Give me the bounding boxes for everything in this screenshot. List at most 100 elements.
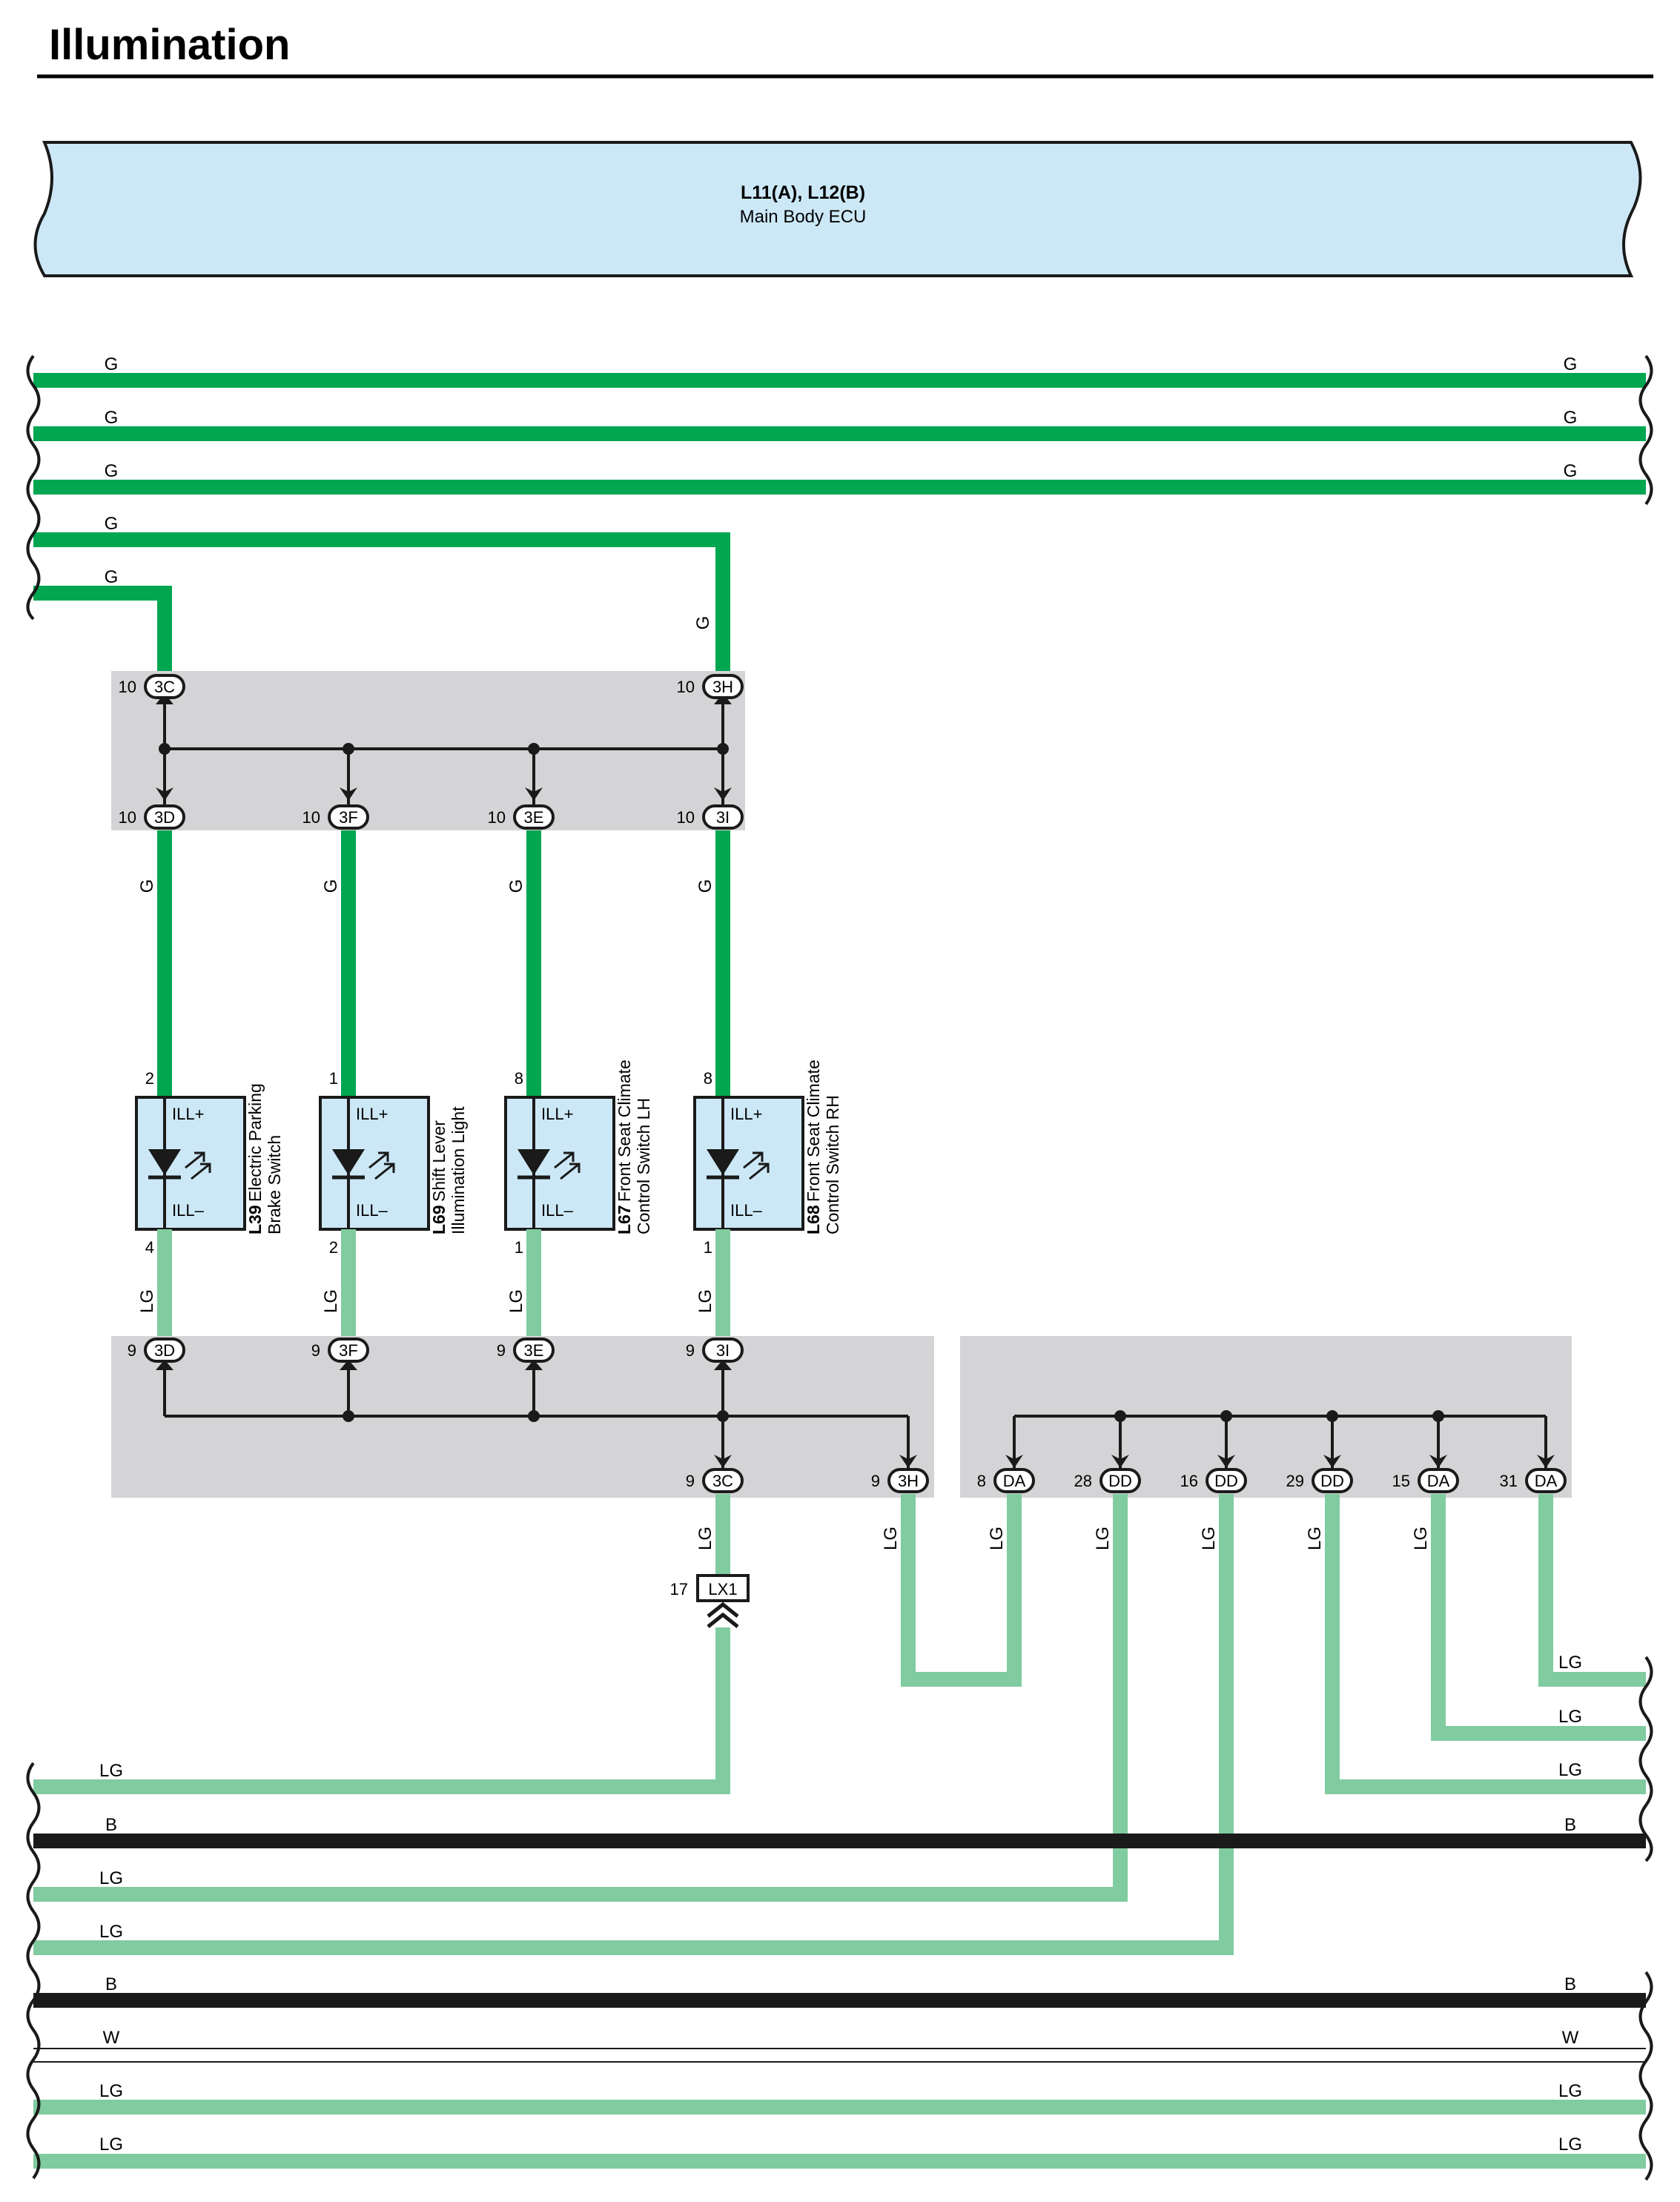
component-l39: 2 ILL+ ILL– 4 L39 Electric Parking Brake…	[135, 1069, 284, 1257]
connector-dd-29	[1312, 1468, 1353, 1493]
wire-label: LG	[1093, 1527, 1113, 1550]
connector-code: 3H	[898, 1472, 919, 1490]
connector-code: DD	[1108, 1472, 1132, 1490]
wire-label: LG	[1558, 1760, 1582, 1780]
connector-3f	[328, 804, 369, 830]
connector-code: DA	[1535, 1472, 1558, 1490]
wire-label: G	[1564, 354, 1578, 374]
pin-number: 2	[329, 1238, 338, 1257]
wire-label: LG	[99, 2081, 123, 2101]
connector-da-15	[1418, 1468, 1459, 1493]
pin-number: 10	[677, 678, 695, 696]
connector-3i	[702, 804, 744, 830]
pin-number: 16	[1180, 1472, 1198, 1490]
wire-label: G	[105, 567, 119, 587]
wire-label: LG	[99, 1761, 123, 1781]
component-name-line2: Brake Switch	[265, 1135, 284, 1234]
wire-label: LG	[1558, 1707, 1582, 1727]
pin-number: 15	[1392, 1472, 1410, 1490]
component-ground-wires: LG LG LG LG	[137, 1229, 730, 1342]
wire-g-4	[33, 532, 730, 686]
connector-code: DD	[1320, 1472, 1344, 1490]
connector-3d-lower	[144, 1338, 185, 1363]
wire-label: G	[693, 616, 713, 630]
pin-number: 10	[677, 808, 695, 827]
pin-number: 8	[515, 1069, 523, 1088]
wire-label: G	[105, 354, 119, 374]
junction-block-lower: 3D 9 3F 9 3E 9 3I 9 3C 9 3H 9	[111, 1336, 934, 1498]
connector-code: 3E	[524, 1341, 544, 1360]
led-icon	[332, 1149, 365, 1175]
connector-code: 3C	[154, 678, 175, 696]
wire-label: LG	[1558, 1653, 1582, 1673]
bottom-wire-bundle: LG B B LG LG B B W W LG LG LG LG	[33, 1761, 1646, 2169]
wire-label: LG	[695, 1527, 715, 1550]
connector-3i-lower	[702, 1338, 744, 1363]
wire-label: LG	[881, 1527, 901, 1550]
wire-label: G	[1564, 408, 1578, 428]
connector-3f-lower	[328, 1338, 369, 1363]
component-feed-wires: G G G G	[137, 830, 730, 1097]
connector-dd-28	[1099, 1468, 1141, 1493]
connector-code: 3I	[716, 1341, 730, 1360]
pin-label-plus: ILL+	[541, 1105, 573, 1123]
connector-code: 3F	[339, 1341, 358, 1360]
top-wire-bundle: G G G G G G G G G	[33, 354, 1646, 686]
pin-number: 9	[128, 1341, 136, 1360]
wire-label: LG	[1411, 1527, 1431, 1550]
pin-number: 28	[1074, 1472, 1092, 1490]
ecu-name: Main Body ECU	[740, 207, 867, 227]
led-icon	[148, 1149, 181, 1175]
connector-da-8	[993, 1468, 1035, 1493]
main-body-ecu: L11(A), L12(B) Main Body ECU	[33, 141, 1642, 277]
pin-number: 10	[302, 808, 320, 827]
wire-g-5	[33, 586, 172, 686]
pin-number: 1	[329, 1069, 338, 1088]
connector-3e	[513, 804, 555, 830]
pin-number: 10	[119, 678, 136, 696]
component-name-line1: Front Seat Climate	[615, 1059, 634, 1202]
ecu-connectors: L11(A), L12(B)	[741, 182, 865, 203]
pin-number: 4	[145, 1238, 154, 1257]
wire-label: LG	[99, 2135, 123, 2155]
wire-label: LG	[1305, 1527, 1325, 1550]
pin-number: 8	[977, 1472, 986, 1490]
wire-label: LG	[99, 1868, 123, 1888]
component-id: L68	[804, 1205, 823, 1234]
pin-label-minus: ILL–	[356, 1201, 388, 1220]
break-marks-bottom	[26, 1656, 1653, 2181]
connector-3h-upper	[702, 674, 744, 699]
pin-number: 8	[704, 1069, 712, 1088]
pin-number: 10	[488, 808, 506, 827]
pin-number: 9	[686, 1472, 695, 1490]
pin-number: 1	[515, 1238, 523, 1257]
component-l69: 1 ILL+ ILL– 2 L69 Shift Lever Illuminati…	[319, 1069, 468, 1257]
wire-label: LG	[695, 1289, 715, 1313]
wire-label: W	[103, 2028, 120, 2048]
connector-code: 3E	[524, 808, 544, 827]
pin-label-plus: ILL+	[730, 1105, 762, 1123]
page-title: Illumination	[49, 21, 290, 69]
wire-label: G	[105, 461, 119, 481]
wire-label: LG	[1558, 2135, 1582, 2155]
wire-label: B	[1564, 1815, 1576, 1835]
pin-number: 31	[1500, 1472, 1518, 1490]
connector-3c-lower	[702, 1468, 744, 1493]
wire-label: LG	[99, 1922, 123, 1942]
wire-label: G	[105, 514, 119, 534]
wire-label: LG	[1199, 1527, 1219, 1550]
pin-number: 1	[704, 1238, 712, 1257]
component-name-line1: Shift Lever	[429, 1120, 449, 1202]
connector-da-31	[1525, 1468, 1567, 1493]
component-l67: 8 ILL+ ILL– 1 L67 Front Seat Climate Con…	[504, 1059, 653, 1257]
wire-label: LG	[321, 1289, 341, 1313]
connector-3d	[144, 804, 185, 830]
connector-code: LX1	[708, 1580, 737, 1598]
wire-label: LG	[137, 1289, 157, 1313]
connector-code: 3D	[154, 1341, 175, 1360]
pin-number: 17	[670, 1580, 688, 1598]
lower-routing-wires	[33, 1494, 1646, 1955]
component-id: L67	[615, 1205, 634, 1234]
connector-code: DA	[1427, 1472, 1450, 1490]
component-name-line2: Control Switch RH	[823, 1095, 842, 1234]
